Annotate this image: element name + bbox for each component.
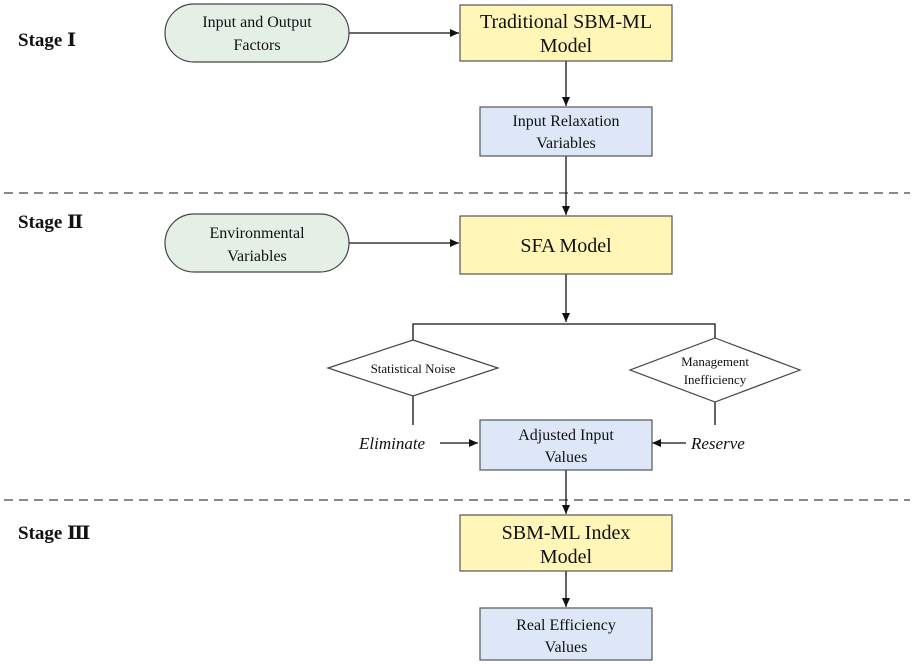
input-relaxation-line1: Input Relaxation — [512, 113, 619, 130]
connectors — [349, 29, 716, 607]
statistical-noise-node: Statistical Noise — [326, 339, 500, 397]
management-inefficiency-line2: Inefficiency — [684, 372, 747, 387]
sbm-ml-index-node: SBM-ML Index Model — [459, 514, 673, 572]
stage-3-label: Stage Ⅲ — [18, 523, 90, 544]
real-efficiency-node: Real Efficiency Values — [479, 607, 653, 661]
adjusted-input-line2: Values — [545, 449, 588, 466]
real-efficiency-line2: Values — [545, 639, 588, 656]
management-inefficiency-line1: Management — [681, 354, 749, 369]
real-efficiency-line1: Real Efficiency — [516, 617, 616, 634]
traditional-sbm-ml-line2: Model — [540, 35, 593, 57]
traditional-sbm-ml-node: Traditional SBM-ML Model — [459, 4, 673, 62]
input-output-factors-line1: Input and Output — [202, 14, 312, 31]
reserve-label: Reserve — [690, 434, 745, 453]
stage-1-label: Stage Ⅰ — [18, 30, 76, 51]
sbm-ml-index-line2: Model — [540, 546, 593, 568]
traditional-sbm-ml-line1: Traditional SBM-ML — [480, 11, 652, 33]
eliminate-label: Eliminate — [358, 434, 426, 453]
statistical-noise-label: Statistical Noise — [371, 361, 456, 376]
sfa-model-node: SFA Model — [459, 215, 673, 275]
adjusted-input-node: Adjusted Input Values — [479, 419, 653, 471]
input-output-factors-line2: Factors — [233, 37, 280, 54]
sfa-model-label: SFA Model — [520, 235, 612, 257]
adjusted-input-line1: Adjusted Input — [518, 427, 614, 444]
stage-2-label: Stage Ⅱ — [18, 212, 83, 233]
input-output-factors-node: Input and Output Factors — [164, 3, 350, 63]
branch-connector — [412, 323, 716, 353]
management-inefficiency-node: Management Inefficiency — [628, 337, 802, 403]
environmental-variables-line1: Environmental — [209, 225, 305, 242]
environmental-variables-node: Environmental Variables — [164, 213, 350, 273]
environmental-variables-line2: Variables — [227, 248, 287, 265]
input-relaxation-node: Input Relaxation Variables — [479, 106, 653, 157]
input-relaxation-line2: Variables — [536, 135, 596, 152]
sbm-ml-index-line1: SBM-ML Index — [502, 522, 631, 544]
